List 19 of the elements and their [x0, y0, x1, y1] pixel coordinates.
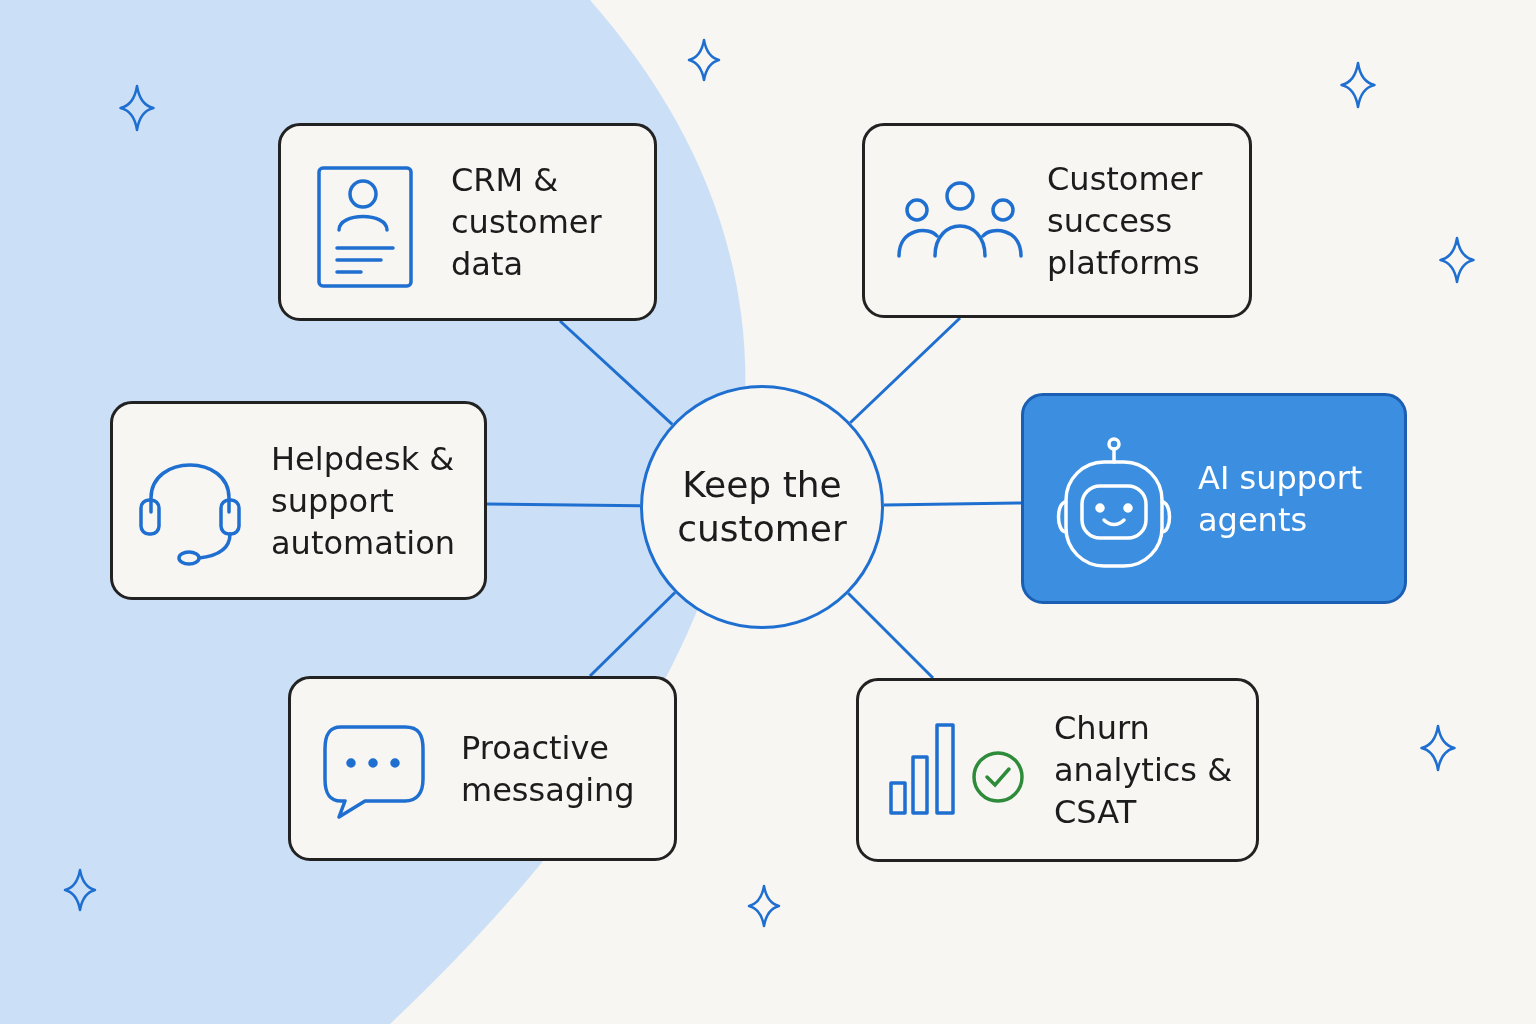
- category-box: [862, 123, 1252, 318]
- node-text: Keep the customer: [677, 463, 847, 551]
- category-box: [856, 678, 1259, 862]
- connector-line: [559, 319, 674, 426]
- category-box: [288, 676, 677, 861]
- node-text: AI support agents: [1198, 457, 1364, 541]
- node-text: CRM & customer data: [451, 160, 603, 285]
- connector-line: [847, 592, 935, 680]
- category-box: [278, 123, 657, 321]
- node-text: Proactive messaging: [461, 727, 636, 811]
- highlighted-box: [1021, 393, 1407, 604]
- category-box: [110, 401, 487, 600]
- node-text: Churn analytics & CSAT: [1054, 708, 1234, 833]
- connector-line: [883, 501, 1022, 507]
- node-text: Helpdesk & support automation: [271, 438, 457, 564]
- connector-line: [849, 316, 962, 424]
- connector-line: [487, 502, 641, 508]
- node-text: Customer success platforms: [1047, 158, 1204, 284]
- connector-line: [588, 591, 677, 678]
